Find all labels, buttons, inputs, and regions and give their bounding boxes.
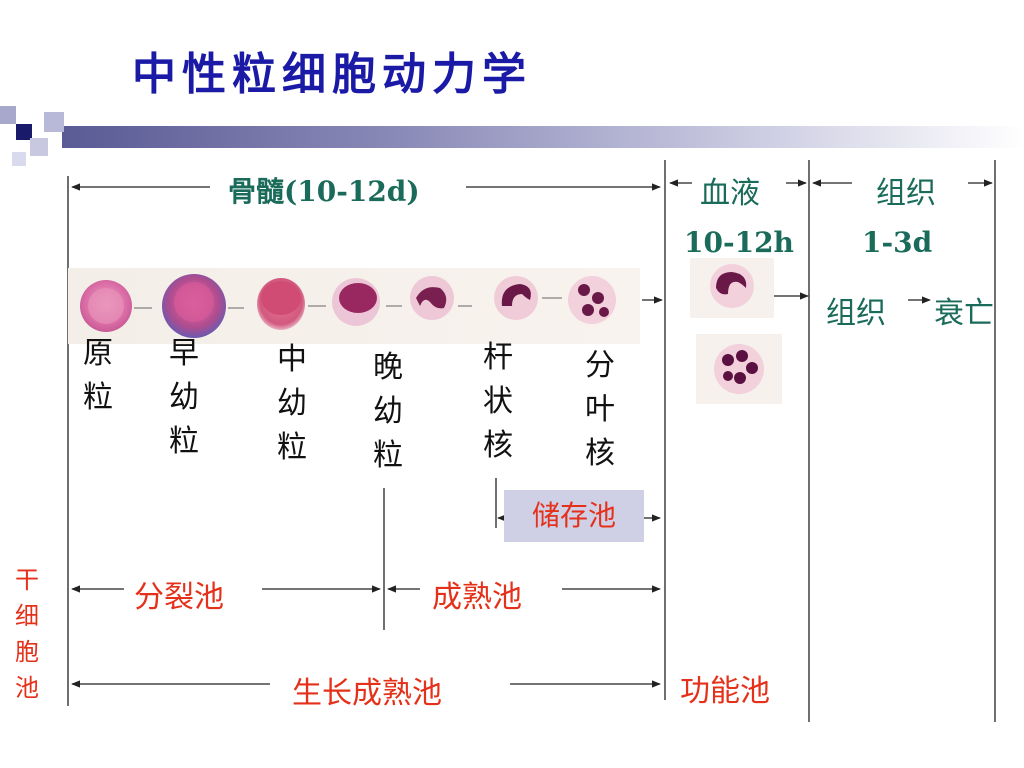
cell-label-char: 叶 [585,392,615,427]
blood-neutrophil-bottom [714,344,764,394]
cell-label-char: 早 [169,336,199,371]
metamyelocyte-cell [332,278,402,326]
decorative-square [44,112,64,132]
blood-cell-image-top [690,258,774,318]
tissue-duration: 1-3d [862,226,933,259]
stem-cell-pool-char: 胞 [15,638,39,666]
cell-label-char: 粒 [373,438,403,473]
decorative-square [12,152,26,166]
tissue-label: 组织 [876,176,936,211]
cell-label-char: 粒 [169,424,199,459]
cell-illustrations [80,274,616,338]
myelocyte-cell [257,278,326,330]
cell-label-char: 粒 [277,430,307,465]
stem-cell-pool-label: 干 细 胞 池 [12,562,42,706]
cell-label-char: 中 [277,342,307,377]
decorative-square [30,138,48,156]
blood-cell-image-bottom [696,334,782,404]
cell-label-char: 晚 [373,350,403,385]
blood-label: 血液 [700,176,760,211]
cell-label-char: 状 [483,384,513,419]
band-cell [494,276,562,320]
cell-label-char: 核 [585,436,615,471]
cell-label-char: 原 [83,336,113,371]
mitotic-pool-label: 分裂池 [134,580,224,615]
stem-cell-pool-char: 细 [15,602,39,630]
cell-label-char: 幼 [169,380,199,415]
cell-label-promyelocyte: 早 幼 粒 [164,332,204,464]
cell-label-myelocyte: 中 幼 粒 [272,338,312,470]
band-precursor-cell [410,276,472,320]
cell-label-segmented: 分 叶 核 [580,344,620,476]
maturation-pool-label: 成熟池 [432,580,522,615]
segmented-cell [568,276,616,324]
cell-label-char: 粒 [83,380,113,415]
bone-marrow-label: 骨髓(10-12d) [228,175,420,208]
blood-duration: 10-12h [684,226,794,259]
page-title: 中性粒细胞动力学 [132,49,532,100]
cell-label-metamyelocyte: 晚 幼 粒 [368,346,408,478]
cell-label-char: 幼 [277,386,307,421]
myeloblast-cell [80,280,152,332]
blood-neutrophil-top [710,264,754,308]
decorative-bar [62,126,1024,148]
storage-pool-box: 储存池 [504,490,644,542]
cell-label-char: 幼 [373,394,403,429]
cell-label-char: 分 [585,348,615,383]
tissue-label-2: 组织 [826,296,886,331]
cell-label-char: 核 [483,428,513,463]
growth-maturation-pool-label: 生长成熟池 [292,676,442,711]
cell-label-band: 杆 状 核 [478,336,518,468]
cell-label-char: 杆 [483,340,513,375]
stem-cell-pool-char: 干 [15,566,39,594]
death-label: 衰亡 [934,296,994,331]
stem-cell-pool-char: 池 [15,674,39,702]
promyelocyte-cell [162,274,244,338]
cell-label-myeloblast: 原 粒 [78,332,118,420]
functional-pool-label: 功能池 [680,674,770,709]
decorative-square [16,124,32,140]
decorative-square [0,106,16,124]
